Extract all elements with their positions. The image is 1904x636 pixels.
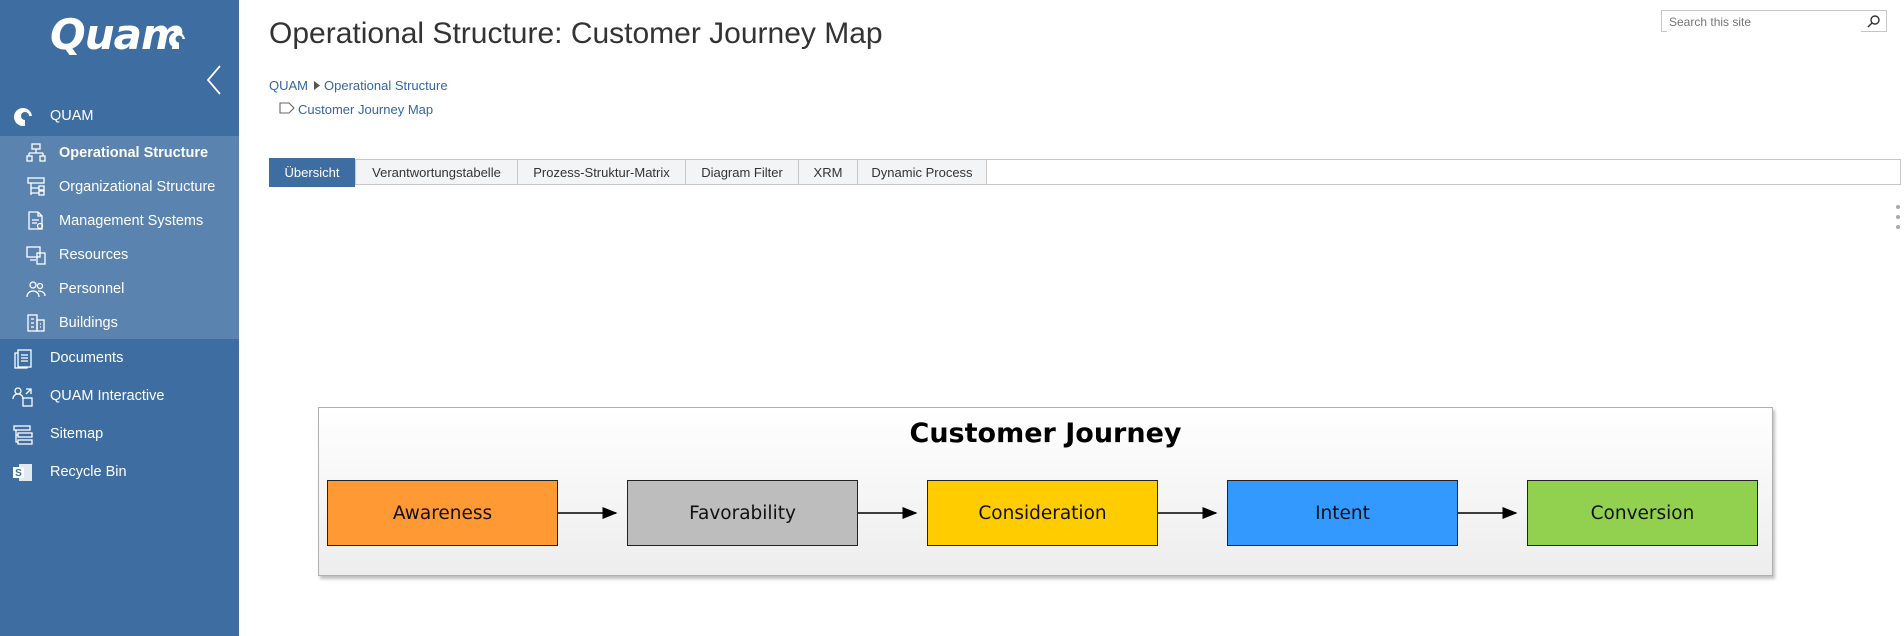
nav-item-organizational-structure[interactable]: Organizational Structure	[0, 170, 239, 204]
tab-dynamic-process[interactable]: Dynamic Process	[857, 159, 987, 185]
tab-xrm[interactable]: XRM	[798, 159, 858, 185]
nav-item-label: Management Systems	[59, 213, 204, 229]
nav-item-label: Documents	[50, 350, 124, 366]
quam-logo[interactable]: Quam	[50, 10, 185, 59]
nav-item-personnel[interactable]: Personnel	[0, 272, 239, 306]
sidebar: Quam QUAM Operational Structure Organiza…	[0, 0, 239, 636]
nav-item-buildings[interactable]: Buildings	[0, 306, 239, 340]
stage-awareness[interactable]: Awareness	[327, 480, 558, 546]
stage-consideration[interactable]: Consideration	[927, 480, 1158, 546]
documents-icon	[14, 349, 32, 369]
nav-item-label: Operational Structure	[59, 145, 209, 161]
breadcrumb-root[interactable]: QUAM	[269, 78, 308, 93]
more-options-icon[interactable]	[1895, 203, 1901, 233]
management-systems-icon	[28, 211, 44, 230]
nav-item-operational-structure[interactable]: Operational Structure	[0, 136, 239, 170]
organizational-structure-icon	[27, 177, 45, 196]
personnel-icon	[26, 281, 46, 298]
sitemap-icon	[13, 425, 33, 445]
nav-item-label: Sitemap	[50, 426, 104, 442]
search-icon[interactable]	[1867, 14, 1881, 28]
operational-structure-icon	[26, 143, 46, 162]
quam-logo-icon	[169, 32, 187, 50]
svg-text:S: S	[15, 468, 22, 479]
nav-item-documents[interactable]: Documents	[0, 341, 239, 375]
breadcrumb-current[interactable]: Customer Journey Map	[298, 102, 434, 117]
search-input[interactable]	[1667, 12, 1861, 32]
search-box	[1661, 10, 1887, 32]
nav-item-label: QUAM Interactive	[50, 388, 165, 404]
nav-item-label: Buildings	[59, 315, 118, 331]
diagram-connectors	[558, 507, 1518, 519]
nav-item-management-systems[interactable]: Management Systems	[0, 204, 239, 238]
nav-item-label: Recycle Bin	[50, 464, 127, 480]
tab-uebersicht[interactable]: Übersicht	[269, 158, 355, 187]
collapse-sidebar-icon[interactable]	[204, 64, 224, 96]
tab-prozess-struktur-matrix[interactable]: Prozess-Struktur-Matrix	[517, 159, 686, 185]
tab-bar: Übersicht Verantwortungstabelle Prozess-…	[269, 158, 1901, 187]
nav-item-sitemap[interactable]: Sitemap	[0, 417, 239, 451]
current-page-icon	[279, 102, 295, 114]
chevron-right-icon	[314, 81, 320, 90]
customer-journey-diagram: Customer Journey Awareness Favorability …	[318, 407, 1773, 576]
buildings-icon	[27, 314, 45, 332]
nav-item-quam[interactable]: QUAM	[0, 99, 239, 133]
resources-icon	[26, 246, 46, 265]
nav-item-label: QUAM	[50, 108, 94, 124]
interactive-icon	[12, 387, 33, 407]
diagram-title: Customer Journey	[909, 418, 1182, 449]
nav-item-resources[interactable]: Resources	[0, 238, 239, 272]
nav-item-label: Personnel	[59, 281, 125, 297]
tab-verantwortungstabelle[interactable]: Verantwortungstabelle	[355, 159, 518, 185]
quam-logo-icon	[14, 108, 34, 128]
nav-item-label: Organizational Structure	[59, 179, 216, 195]
page-title: Operational Structure: Customer Journey …	[269, 17, 883, 50]
tab-diagram-filter[interactable]: Diagram Filter	[685, 159, 799, 185]
submenu	[0, 136, 239, 339]
breadcrumb-parent[interactable]: Operational Structure	[324, 78, 448, 93]
stage-intent[interactable]: Intent	[1227, 480, 1458, 546]
stage-favorability[interactable]: Favorability	[627, 480, 858, 546]
nav-item-label: Resources	[59, 247, 129, 263]
nav-item-recycle-bin[interactable]: S Recycle Bin	[0, 455, 239, 489]
recycle-bin-icon: S	[13, 464, 32, 481]
nav-item-quam-interactive[interactable]: QUAM Interactive	[0, 379, 239, 413]
stage-conversion[interactable]: Conversion	[1527, 480, 1758, 546]
